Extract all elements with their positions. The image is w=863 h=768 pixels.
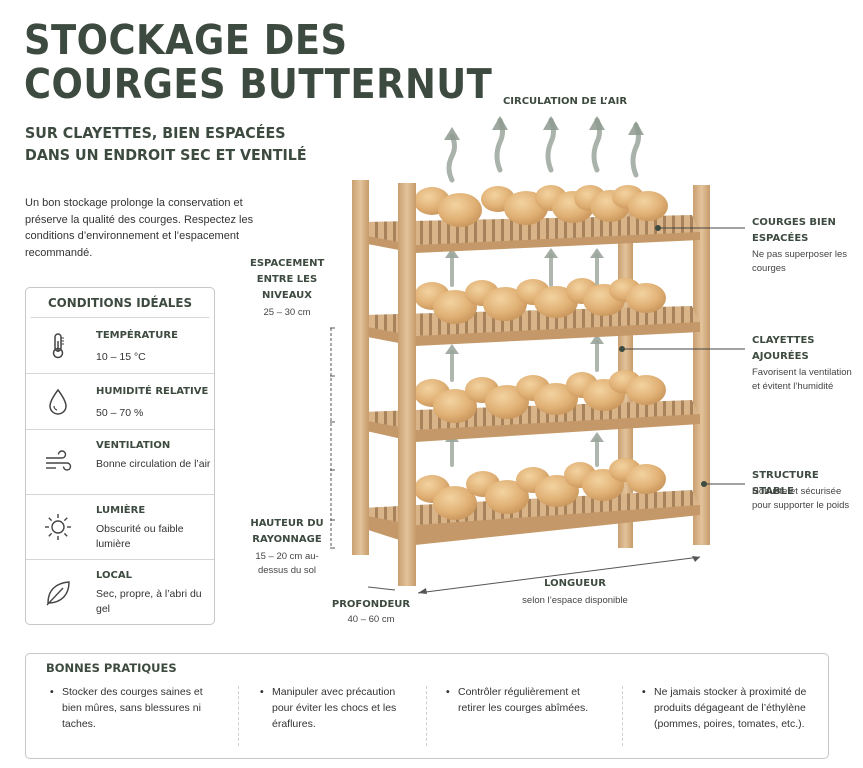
courges-espacees-text: Ne pas superposer les courges (752, 249, 848, 274)
pratique-item: •Ne jamais stocker à proximité de produi… (642, 686, 807, 730)
condition-label: HUMIDITÉ RELATIVE (96, 386, 209, 397)
espacement-heading: ESPACEMENT ENTRE LES NIVEAUX (250, 258, 325, 301)
longueur-heading: LONGUEUR (544, 578, 606, 589)
espacement-value: 25 – 30 cm (263, 307, 311, 318)
profondeur-value: 40 – 60 cm (347, 614, 395, 625)
condition-value: Obscurité ou faible lumière (96, 523, 184, 550)
pratique-item: •Contrôler régulièrement et retirer les … (446, 686, 589, 714)
pratique-item: •Manipuler avec précaution pour éviter l… (260, 686, 397, 730)
butternut-squashes (414, 185, 668, 520)
condition-label: LUMIÈRE (96, 505, 146, 516)
profondeur-heading: PROFONDEUR (331, 599, 411, 610)
air-circulation-label: CIRCULATION DE L’AIR (502, 96, 628, 107)
hauteur-value: 15 – 20 cm au-dessus du sol (255, 551, 319, 576)
condition-ventilation: VENTILATION Bonne circulation de l’air (26, 430, 214, 495)
divider (426, 686, 427, 746)
condition-value: 10 – 15 °C (96, 351, 146, 363)
condition-label: LOCAL (96, 570, 132, 581)
pratique-text: Contrôler régulièrement et retirer les c… (458, 686, 589, 714)
subtitle-line-1: SUR CLAYETTES, BIEN ESPACÉES (25, 124, 286, 142)
shelf-illustration (330, 116, 710, 594)
sun-icon (45, 514, 71, 540)
divider (622, 686, 623, 746)
leaf-icon (46, 580, 70, 605)
title-line-1: STOCKAGE DES (24, 16, 348, 64)
hauteur-heading: HAUTEUR DU RAYONNAGE (250, 518, 324, 545)
condition-value: Sec, propre, à l’abri du gel (96, 588, 202, 615)
structure-heading: STRUCTURE STABLE (752, 470, 819, 497)
page-title: STOCKAGE DES COURGES BUTTERNUT (24, 18, 492, 106)
pratique-text: Manipuler avec précaution pour éviter le… (272, 686, 397, 730)
clayettes-heading: CLAYETTES AJOURÉES (752, 335, 815, 362)
pratique-item: •Stocker des courges saines et bien mûre… (50, 686, 203, 730)
bonnes-pratiques-panel: BONNES PRATIQUES •Stocker des courges sa… (25, 653, 829, 759)
bonnes-pratiques-title: BONNES PRATIQUES (46, 661, 177, 675)
divider (238, 686, 239, 746)
condition-value: 50 – 70 % (96, 407, 144, 419)
subtitle-line-2: DANS UN ENDROIT SEC ET VENTILÉ (25, 146, 307, 164)
conditions-panel: CONDITIONS IDÉALES TEMPÉRATURE 10 – 15 °… (25, 287, 215, 625)
water-drop-icon (49, 388, 67, 415)
title-line-2: COURGES BUTTERNUT (24, 60, 493, 108)
courges-espacees-heading: COURGES BIEN ESPACÉES (752, 217, 836, 244)
thermometer-icon (52, 332, 64, 358)
page-subtitle: SUR CLAYETTES, BIEN ESPACÉES DANS UN END… (25, 122, 307, 166)
longueur-value: selon l’espace disponible (522, 595, 628, 606)
condition-label: VENTILATION (96, 440, 171, 451)
intro-text: Un bon stockage prolonge la conservation… (25, 197, 254, 259)
conditions-title: CONDITIONS IDÉALES (30, 288, 210, 318)
clayettes-text: Favorisent la ventilation et évitent l’h… (752, 367, 852, 392)
condition-location: LOCAL Sec, propre, à l’abri du gel (26, 560, 214, 625)
wind-icon (46, 450, 72, 471)
condition-light: LUMIÈRE Obscurité ou faible lumière (26, 495, 214, 560)
condition-temperature: TEMPÉRATURE 10 – 15 °C (26, 318, 214, 374)
pratique-text: Stocker des courges saines et bien mûres… (62, 686, 203, 730)
pratique-text: Ne jamais stocker à proximité de produit… (654, 686, 807, 730)
structure-text: Robuste et sécurisée pour supporter le p… (752, 486, 850, 511)
condition-value: Bonne circulation de l’air (96, 458, 211, 470)
condition-humidity: HUMIDITÉ RELATIVE 50 – 70 % (26, 374, 214, 430)
condition-label: TEMPÉRATURE (96, 330, 178, 341)
shelf-levels (362, 215, 700, 545)
